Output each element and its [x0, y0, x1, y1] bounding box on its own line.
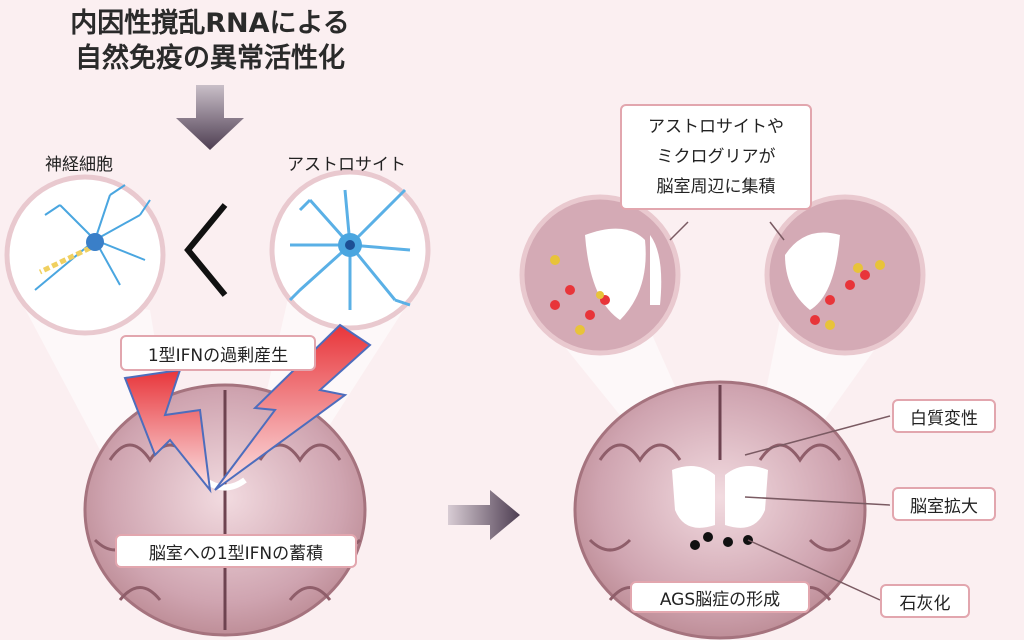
- calcification-dots: [690, 532, 753, 550]
- neuron-circle: [4, 174, 166, 336]
- main-title: 内因性撹乱RNAによる 自然免疫の異常活性化: [20, 6, 400, 76]
- lightning-bolt-icon: [123, 368, 212, 494]
- zoom-circle-right: [764, 194, 926, 356]
- astrocyte-label: アストロサイト: [287, 155, 406, 175]
- less-than-icon: [184, 203, 228, 297]
- zoom-circle-left: [519, 194, 681, 356]
- title-line-1: 内因性撹乱RNAによる: [70, 8, 350, 39]
- callout-line-2: ミクログリアが: [656, 147, 776, 167]
- ventricle-enlargement-label: 脳室拡大: [892, 487, 996, 521]
- lightning-bolt-icon: [214, 323, 372, 491]
- glia-accumulation-callout: アストロサイトや ミクログリアが 脳室周辺に集積: [620, 104, 812, 210]
- left-brain: [83, 383, 367, 637]
- ags-label: AGS脳症の形成: [630, 581, 810, 613]
- calcification-label: 石灰化: [880, 584, 970, 618]
- neuron-label: 神経細胞: [45, 155, 113, 175]
- callout-line-3: 脳室周辺に集積: [656, 177, 776, 197]
- astrocyte-circle: [269, 169, 431, 331]
- down-arrow-icon: [176, 85, 244, 150]
- ifn-accumulation-label: 脳室への1型IFNの蓄積: [115, 534, 357, 568]
- ifn-overproduction-label: 1型IFNの過剰産生: [120, 335, 316, 371]
- right-brain: [573, 380, 867, 640]
- title-line-2: 自然免疫の異常活性化: [75, 43, 345, 74]
- right-arrow-icon: [448, 490, 520, 540]
- white-matter-label: 白質変性: [892, 399, 996, 433]
- callout-line-1: アストロサイトや: [648, 117, 784, 137]
